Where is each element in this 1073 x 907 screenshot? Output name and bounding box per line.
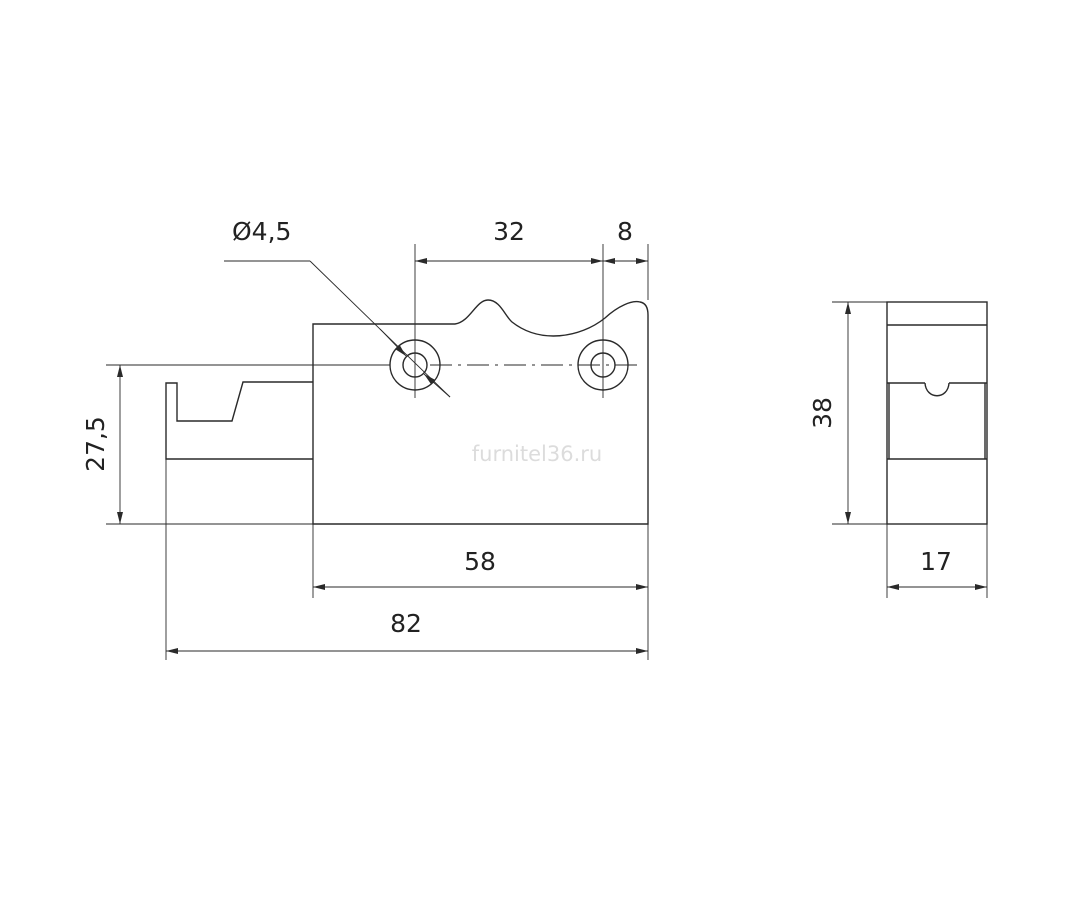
side-slot-notch: [924, 382, 950, 397]
watermark: furnitel36.ru: [472, 442, 602, 466]
extension-lines: [106, 244, 988, 660]
body-outline: [312, 299, 649, 525]
side-body: [886, 301, 988, 525]
diameter-arrow-b: [423, 373, 451, 398]
label-hole-spacing: 32: [493, 217, 525, 246]
diameter-arrow-a: [379, 328, 407, 357]
front-view: [165, 299, 649, 525]
label-hole-diameter: Ø4,5: [232, 217, 291, 246]
label-side-depth: 17: [920, 547, 952, 576]
label-side-height: 38: [808, 397, 837, 429]
label-total-width: 82: [390, 609, 422, 638]
label-body-width: 58: [464, 547, 496, 576]
dimension-labels: Ø4,5 32 8 27,5 58 82 38 17: [81, 217, 952, 638]
label-edge-offset: 8: [617, 217, 633, 246]
dimension-lines: [117, 258, 987, 654]
side-view: [886, 301, 988, 525]
label-height-to-axis: 27,5: [81, 416, 110, 472]
hook-profile: [165, 381, 313, 460]
